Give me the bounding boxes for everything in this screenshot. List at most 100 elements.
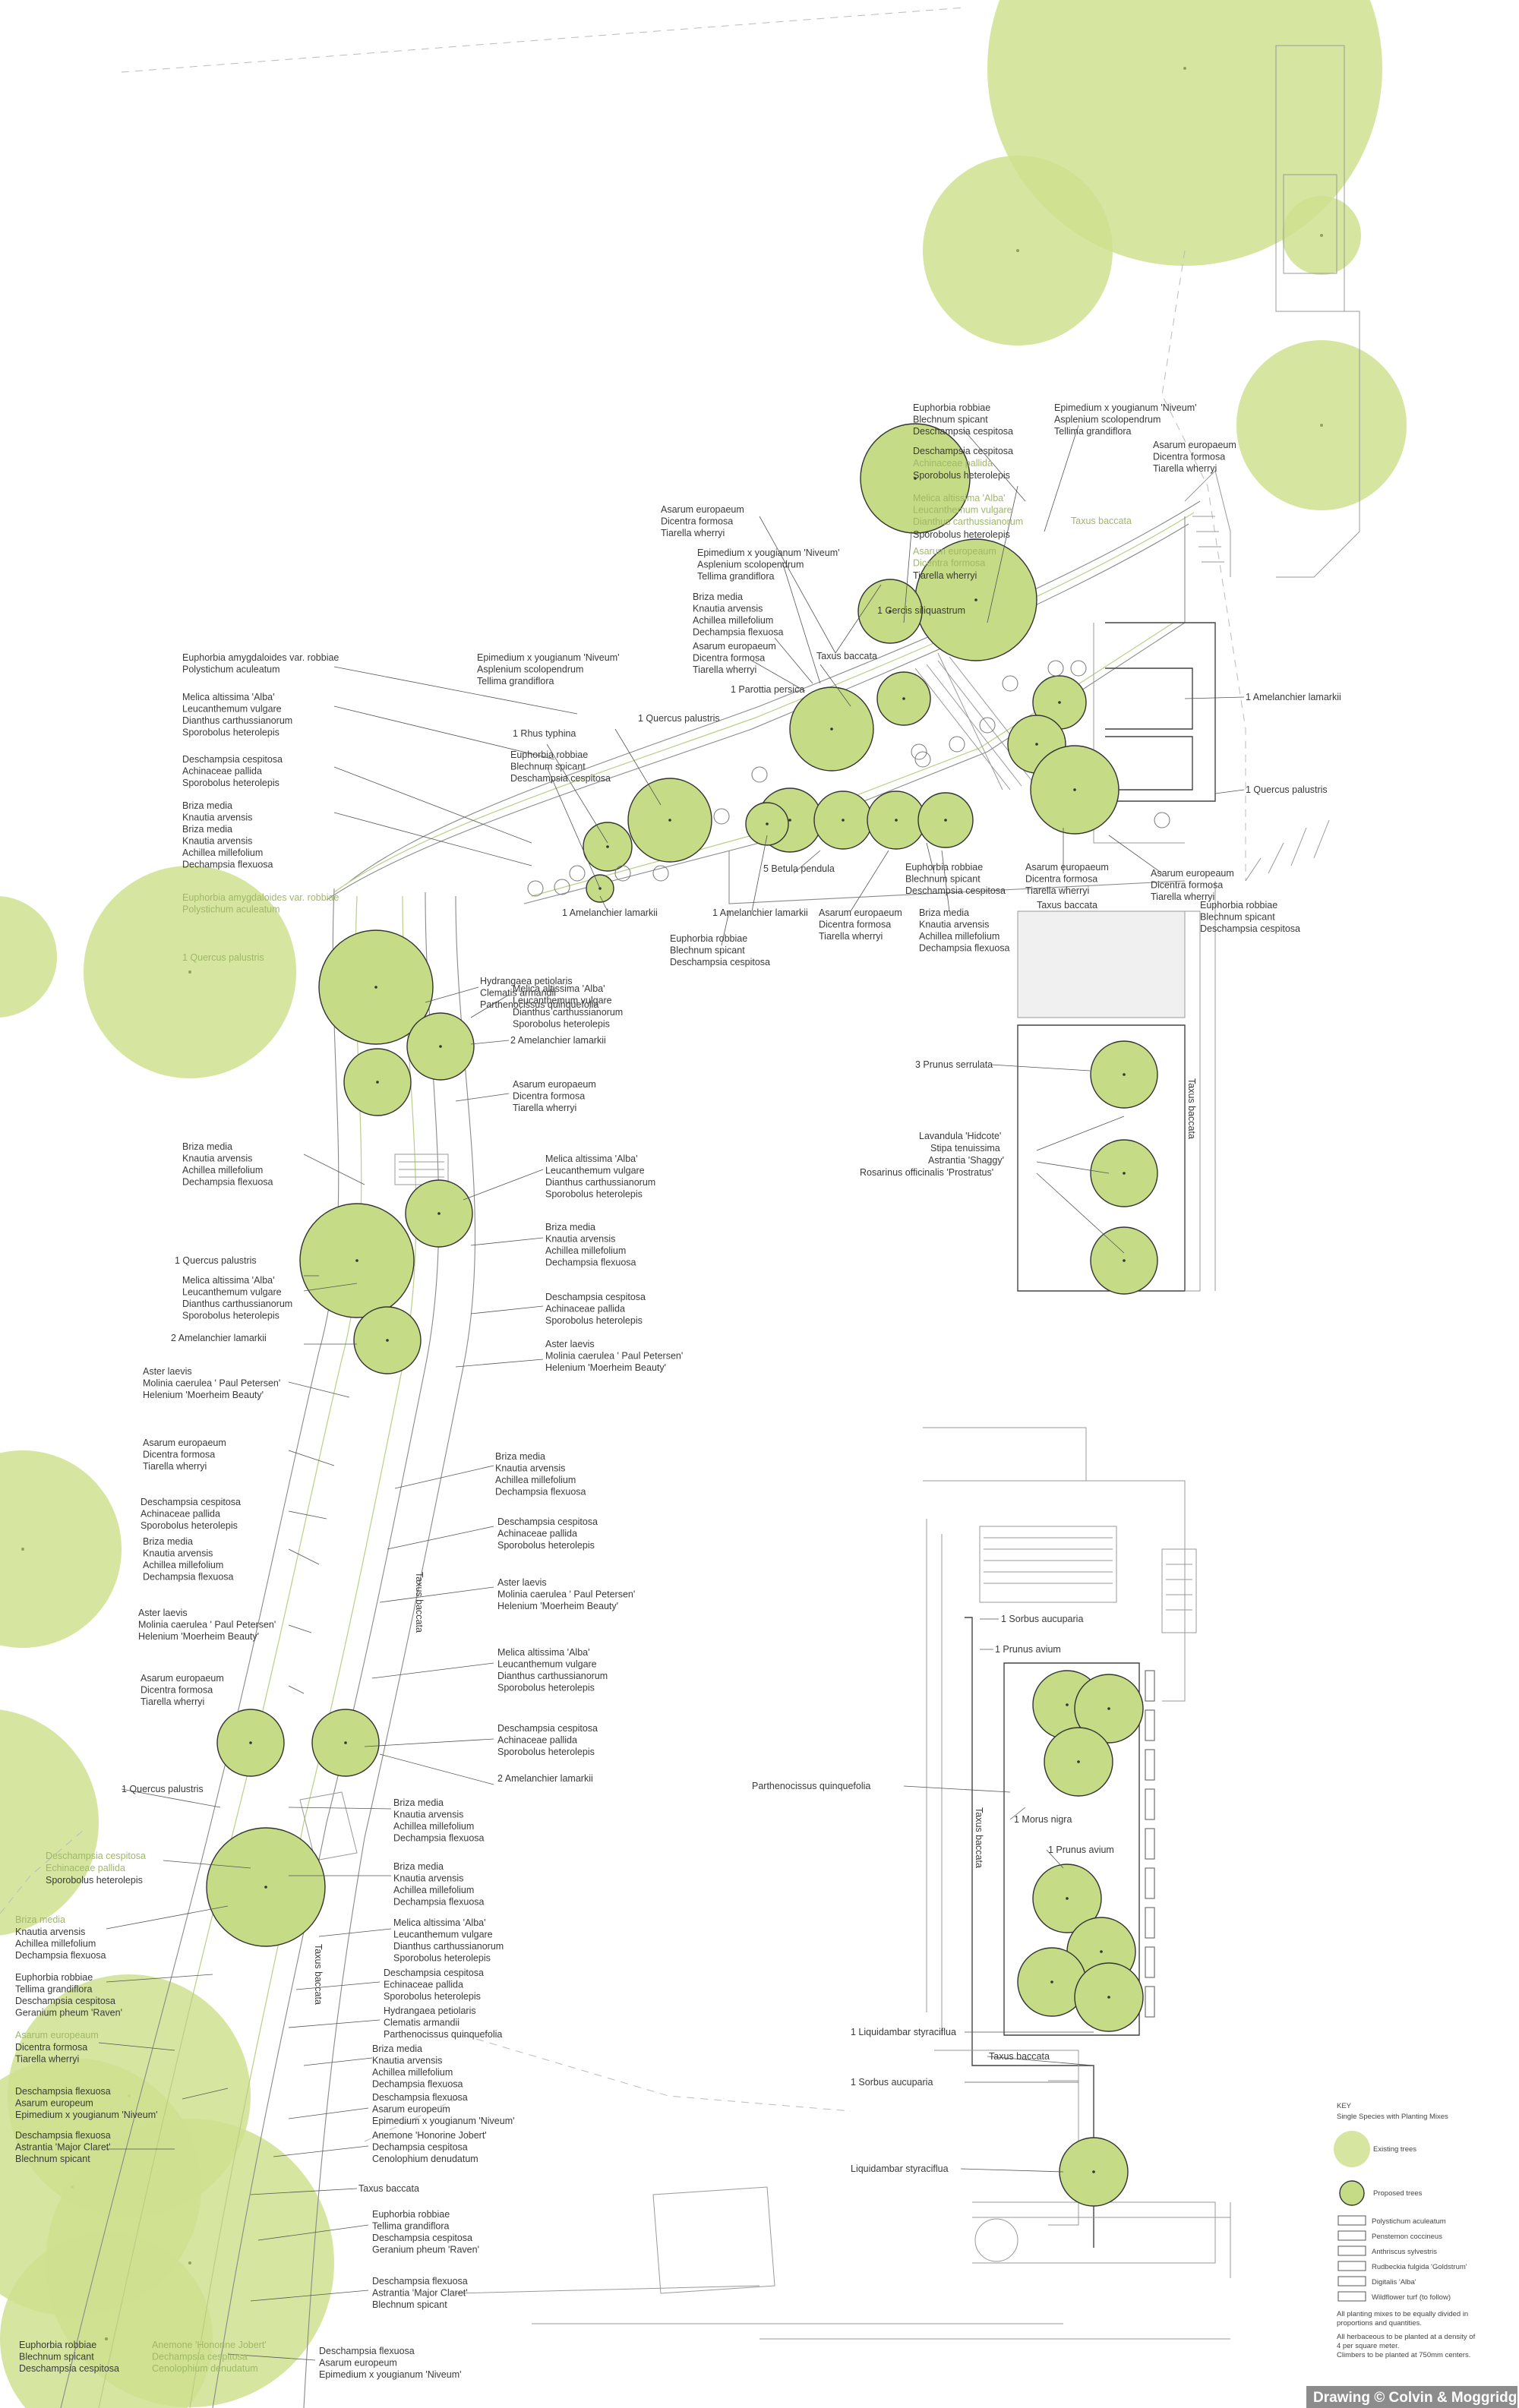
plant-label: 1 Quercus palustris [175, 1255, 257, 1266]
plant-label-line: Epimedium x yougianum 'Niveum' [697, 548, 840, 558]
plant-label-line: Achinaceae pallida [913, 458, 993, 469]
plant-label: 1 Cercis siliquastrum [877, 605, 965, 616]
plant-label-line: Lavandula 'Hidcote' [919, 1131, 1001, 1141]
shrub-mark [652, 865, 669, 882]
tree-center-mark [1123, 1172, 1126, 1175]
tree-center-mark [344, 1741, 347, 1744]
tree-center-mark [1058, 701, 1061, 704]
plant-label-line: 1 Prunus avium [995, 1644, 1061, 1655]
plant-label-line: Deschampsia cespitosa [905, 885, 1006, 896]
plant-label-line: Deschampsia flexuosa [372, 2276, 468, 2286]
plant-label-line: Taxus baccata [1071, 516, 1132, 526]
plant-label-line: 1 Sorbus aucuparia [1001, 1614, 1083, 1624]
column-marker [1145, 1946, 1155, 1978]
plant-label-line: Asarum europaeum [1025, 862, 1109, 873]
plant-label-line: Dicentra formosa [1153, 452, 1225, 462]
plant-label-line: Sporobolus heterolepis [182, 778, 279, 788]
plant-label-line: Briza media [143, 1536, 193, 1547]
plant-label-line: Achillea millefolium [15, 1939, 96, 1949]
plant-label-line: Sporobolus heterolepis [497, 1747, 595, 1757]
plant-label-line: Cenolophium denudatum [372, 2154, 478, 2164]
plant-label-line: Liquidambar styraciflua [851, 2163, 949, 2174]
plant-label-line: Sporobolus heterolepis [545, 1315, 643, 1326]
plant-label-line: Dianthus carthussianorum [497, 1671, 608, 1681]
plant-label: 1 Amelanchier lamarkii [712, 907, 808, 918]
plant-label: Tiarella wherryi [913, 570, 977, 581]
plant-label-line: Deschampsia cespitosa [913, 446, 1013, 456]
plant-label-line: 3 Prunus serrulata [915, 1059, 993, 1070]
plant-label-line: Aster laevis [138, 1608, 188, 1618]
plant-label-line: Knautia arvensis [15, 1927, 85, 1937]
plant-label-line: Achillea millefolium [693, 615, 773, 626]
tree-center-mark [1035, 743, 1038, 746]
plant-label-line: Taxus baccata [816, 651, 877, 661]
plant-label-line: Dechampsia flexuosa [919, 943, 1010, 954]
plant-label-line: Dechampsia flexuosa [372, 2079, 463, 2090]
tree-center-mark [188, 2261, 191, 2264]
tree-center-mark [914, 477, 917, 480]
plant-label-line: Deschampsia flexuosa [372, 2092, 468, 2103]
column-marker [1145, 1867, 1155, 1899]
plant-label: Liquidambar styraciflua [851, 2163, 949, 2174]
plant-label-line: Taxus baccata [989, 2051, 1050, 2062]
plant-label-line: Asplenium scolopendrum [697, 560, 804, 570]
plant-label: 1 Quercus palustris [182, 952, 264, 963]
plant-label-line: Sporobolus heterolepis [497, 1540, 595, 1551]
column-marker [1145, 1986, 1155, 2018]
legend-item-label: Rudbeckia fulgida 'Goldstrum' [1372, 2263, 1467, 2271]
plant-label-line: Dechampsia flexuosa [15, 1950, 106, 1961]
plant-label-line: Euphorbia robbiae [372, 2209, 450, 2220]
plant-label-line: Deschampsia cespitosa [670, 957, 770, 967]
tree-center-mark [1107, 1707, 1110, 1710]
plant-label-line: Anemone 'Honorine Jobert' [372, 2130, 487, 2141]
tree-center-mark [842, 819, 845, 822]
tree-center-mark [21, 1548, 24, 1551]
legend-existing-label: Existing trees [1373, 2145, 1416, 2154]
tree-center-mark [766, 822, 769, 825]
plant-label-line: Leucanthemum vulgare [913, 505, 1012, 516]
plant-label-line: Dianthus carthussianorum [913, 516, 1023, 527]
plant-label-line: Knautia arvensis [393, 1810, 463, 1820]
tree-center-mark [1016, 249, 1019, 252]
column-markers [1145, 1670, 1155, 2018]
plant-label: Taxus baccata [1037, 900, 1097, 910]
plant-label-line: Asarum europaeum [693, 641, 776, 652]
plant-label-line: 1 Quercus palustris [182, 952, 264, 963]
plant-label-line: Melica altissima 'Alba' [497, 1647, 589, 1658]
plant-label-line: Achillea millefolium [182, 847, 263, 858]
legend-swatch [1337, 2230, 1366, 2241]
plant-label-line: Echinaceae pallida [46, 1863, 125, 1873]
plant-label-line: Asarum europeum [15, 2098, 93, 2109]
plant-label: Melica altissima 'Alba'Leucanthemum vulg… [913, 493, 1023, 527]
plant-label-line: Euphorbia robbiae [19, 2340, 96, 2350]
plant-label-line: Achinaceae pallida [182, 766, 262, 777]
shrub-mark [1154, 812, 1170, 828]
plant-label-line: Aster laevis [143, 1366, 192, 1377]
plant-label-line: Epimedium x yougianum 'Niveum' [1054, 402, 1197, 413]
shrub-mark [911, 743, 927, 760]
plant-label: 1 Amelanchier lamarkii [1246, 692, 1341, 702]
plant-label-line: Astrantia 'Major Claret' [15, 2142, 111, 2153]
tree-center-mark [1092, 2170, 1095, 2173]
plant-label-line: Blechnum spicant [913, 415, 988, 425]
plant-label-line: Aster laevis [497, 1577, 547, 1588]
plant-label-line: Asarum europaeum [661, 504, 744, 515]
plant-label-line: Dicentra formosa [15, 2042, 87, 2053]
plant-label-line: Deschampsia cespitosa [46, 1851, 146, 1861]
plant-label-line: 1 Prunus avium [1048, 1845, 1114, 1855]
plant-label-line: Achinaceae pallida [497, 1529, 577, 1539]
plant-label-line: Euphorbia robbiae [15, 1972, 93, 1983]
hedge-label: Taxus baccata [313, 1944, 324, 2005]
legend-proposed-label: Proposed trees [1373, 2189, 1423, 2198]
